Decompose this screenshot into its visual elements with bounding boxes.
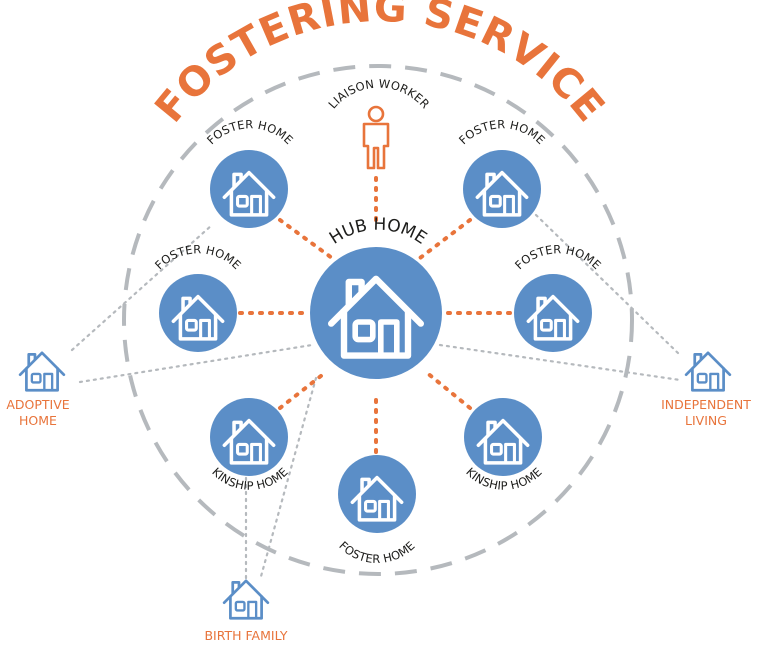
adoptive-label-line1: ADOPTIVE: [6, 397, 69, 412]
satellite-kinship-bottom-right: KINSHIP HOME: [463, 398, 545, 493]
liaison-worker: LIAISON WORKER: [325, 76, 432, 170]
satellite-foster-right: FOSTER HOME: [512, 242, 604, 352]
satellite-label: FOSTER HOME: [512, 242, 604, 272]
hub-links: [238, 176, 514, 454]
person-icon: [362, 105, 390, 170]
adoptive-label-line2: HOME: [19, 413, 57, 428]
hub-home-label: HUB HOME: [326, 215, 430, 249]
external-links: [70, 213, 682, 582]
external-adoptive-home: ADOPTIVE HOME: [6, 351, 70, 428]
independent-label-line1: INDEPENDENT: [661, 397, 751, 412]
house-outline-icon: [18, 351, 66, 392]
hub-home-circle: [310, 247, 442, 379]
hub-home: HUB HOME: [310, 215, 442, 379]
house-outline-icon: [222, 579, 270, 620]
satellite-label: FOSTER HOME: [456, 117, 548, 147]
satellite-label: FOSTER HOME: [152, 242, 244, 272]
independent-label-line2: LIVING: [685, 413, 727, 428]
external-independent-living: INDEPENDENT LIVING: [661, 351, 751, 428]
satellite-label: FOSTER HOME: [336, 538, 417, 566]
satellite-foster-bottom: FOSTER HOME: [336, 455, 417, 566]
birth-family-label: BIRTH FAMILY: [204, 628, 287, 643]
external-birth-family: BIRTH FAMILY: [204, 579, 288, 643]
satellite-foster-top-right: FOSTER HOME: [456, 117, 548, 228]
house-outline-icon: [684, 351, 732, 392]
service-boundary-ring: [122, 64, 634, 576]
satellite-foster-left: FOSTER HOME: [152, 242, 244, 352]
liaison-worker-label: LIAISON WORKER: [325, 76, 432, 111]
satellite-foster-top-left: FOSTER HOME: [204, 117, 296, 228]
satellite-kinship-bottom-left: KINSHIP HOME: [209, 398, 291, 493]
